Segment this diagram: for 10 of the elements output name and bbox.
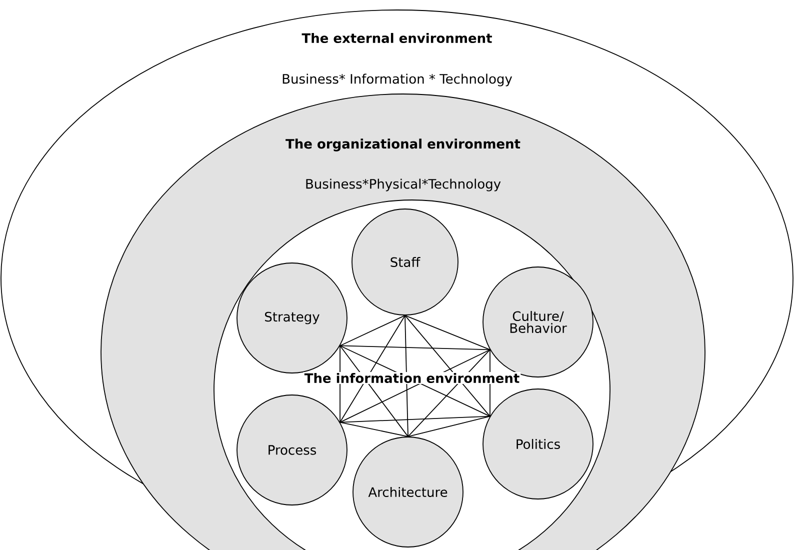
connector-line xyxy=(408,416,490,437)
connector-line xyxy=(404,315,490,350)
connector-line xyxy=(340,315,406,423)
connector-line xyxy=(340,416,490,423)
connector-line xyxy=(404,315,408,437)
connector-line xyxy=(340,315,406,346)
connector-line xyxy=(340,422,408,437)
connector-line xyxy=(404,315,490,417)
connector-line xyxy=(340,345,490,350)
environment-title: The information environment xyxy=(303,372,521,384)
